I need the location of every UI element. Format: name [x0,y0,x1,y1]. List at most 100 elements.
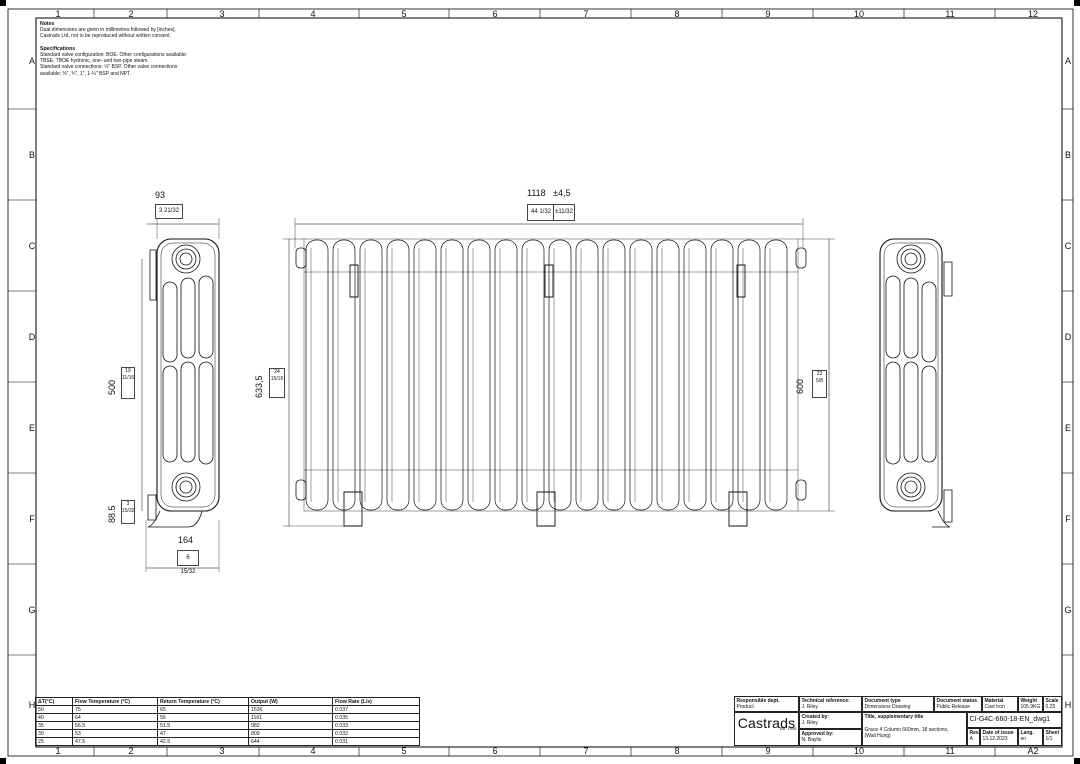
grid-col-label: 6 [492,746,498,756]
title-label: Title, supplementary title [864,714,924,720]
created-by-label: Created by: [801,714,830,720]
doc-number-cell: CI-G4C-660-18-EN_dwg1 [967,712,1062,728]
grid-row-label: B [1064,150,1071,160]
table-cell: 1161 [248,713,333,722]
lang-value: en [1020,736,1027,742]
table-cell: 51.5 [157,721,249,730]
table-cell: 47 [157,729,249,738]
flow-temperature-table: ΔT(°C) Flow Temperature (°C) Return Temp… [35,697,420,746]
dim-height-600: 600 [795,378,805,394]
table-row: 35 56.5 51.5 982 0.033 [35,721,420,730]
specifications-title: Specifications [40,45,76,52]
grid-col-label: 8 [674,746,680,756]
title-value-2: (Wall Hung) [864,733,891,739]
grid-col-label: 5 [401,9,407,19]
weight-label: Weight [1020,698,1038,704]
material-label: Material [984,698,1004,704]
weight-cell: Weight 105.9KG [1018,696,1043,712]
grid-col-label: 6 [492,9,498,19]
table-cell: 0.037 [332,705,420,714]
grid-col-label: 3 [219,9,225,19]
spec-line: TBSE, TBOE hydronic, one- and two-pipe s… [40,58,149,65]
grid-col-label: 9 [765,746,771,756]
tech-ref-label: Technical reference: [801,698,850,704]
doc-type-label: Document type [864,698,901,704]
table-cell: 40 [35,713,73,722]
lang-label: Lang. [1020,730,1034,736]
dim-bottom-inches: 3 15/32 [121,500,135,524]
grid-row-label: B [28,150,35,160]
corner-mark [0,0,6,6]
grid-col-label: 4 [310,9,316,19]
dim-length-inches-tolerance: ±11/32 [553,204,575,221]
table-cell: 0.031 [332,737,420,746]
dim-depth: 93 [155,190,166,200]
grid-row-label: E [28,423,35,433]
table-cell: 56 [157,713,249,722]
grid-col-label: 1 [55,9,61,19]
grid-row-label: F [29,514,35,524]
tech-ref-cell: Technical reference: J. Riley [799,696,862,712]
notes-block: Notes Dual dimensions are given in milli… [40,21,210,77]
side-view-right [879,238,953,528]
grid-row-label: E [1064,423,1071,433]
table-row: 50 75 65 1536 0.037 [35,705,420,714]
table-cell: 53 [72,729,158,738]
table-cell: 65 [157,705,249,714]
table-cell: 35 [35,721,73,730]
grid-col-label: 7 [583,9,589,19]
dim-height-centres-inches: 19 11/16 [121,367,135,399]
grid-col-label: 10 [853,9,864,19]
grid-row-label: A [28,56,35,66]
material-cell: Material Cast Iron [982,696,1018,712]
responsible-dept-cell: Responsible dept. Product [734,696,799,712]
table-cell: 42.5 [157,737,249,746]
tech-ref-value: J. Riley [801,704,818,710]
doc-number: CI-G4C-660-18-EN_dwg1 [969,716,1051,723]
grid-row-label: G [28,605,36,615]
grid-col-label: 11 [945,746,955,756]
table-cell: 47.5 [72,737,158,746]
table-cell: 64 [72,713,158,722]
title-value: Grace 4 Column 660mm, 18 sections, [864,727,949,733]
corner-mark [0,758,6,764]
table-cell: 56.5 [72,721,158,730]
responsible-dept-value: Product [736,704,754,710]
created-by-cell: Created by: J. Riley [799,712,862,729]
spec-line: Standard valve configuration: BOE. Other… [40,52,188,59]
date-cell: Date of issue 13.12.2023 [980,728,1018,746]
material-value: Cast Iron [984,704,1005,710]
approved-by-label: Approved by: [801,731,834,737]
rev-cell: Rev. A [967,728,980,746]
grid-row-label: H [28,700,36,710]
date-value: 13.12.2023 [982,736,1008,742]
dim-length-inches: 44 1/32 [527,204,555,221]
table-header: Flow Temperature (°C) [72,697,158,706]
doc-status-cell: Document status Public Release [934,696,982,712]
notes-line: Castrads Ltd, not to be reproduced witho… [40,33,171,40]
grid-col-label: 7 [583,746,589,756]
table-cell: 0.035 [332,713,420,722]
table-header-row: ΔT(°C) Flow Temperature (°C) Return Temp… [35,697,420,706]
table-cell: 809 [248,729,333,738]
table-cell: 30 [35,729,73,738]
dim-length: 1118 [527,188,546,198]
grid-row-label: F [1065,514,1071,524]
approved-by-cell: Approved by: N. Baylis [799,729,862,746]
table-header: ΔT(°C) [35,697,73,706]
sheet-value: 1/1 [1045,736,1053,742]
notes-line: Dual dimensions are given in millimetres… [40,27,176,34]
grid-row-label: G [1064,605,1072,615]
grid-col-label: 1 [55,746,61,756]
table-header: Return Temperature (°C) [157,697,249,706]
table-cell: 1536 [248,705,333,714]
grid-row-label: H [1064,700,1072,710]
responsible-dept-label: Responsible dept. [736,698,780,704]
grid-row-label: C [28,241,36,251]
grid-row-label: A [1064,56,1071,66]
sheet-cell: Sheet 1/1 [1043,728,1062,746]
grid-col-label: 9 [765,9,771,19]
scale-value: 0.25 [1045,704,1056,710]
spec-line: available: ⅜", ¾", 1", 1-¼" BSP and NPT. [40,70,131,77]
